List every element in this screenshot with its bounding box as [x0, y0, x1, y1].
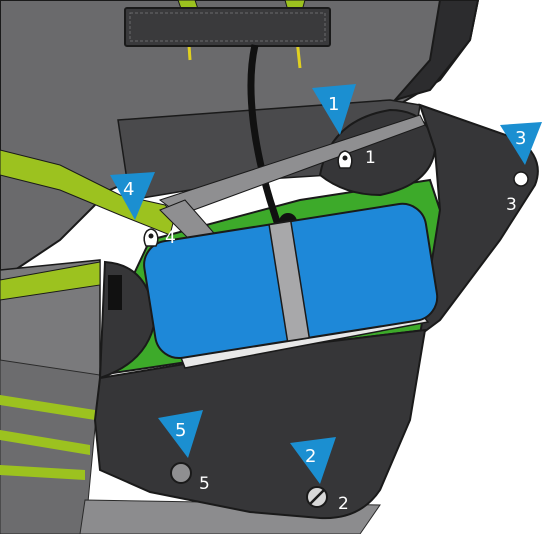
fastener-label-1: 1 — [365, 148, 376, 168]
fastener-label-4: 4 — [165, 228, 176, 248]
screw-head-2 — [306, 486, 328, 508]
svg-text:1: 1 — [328, 94, 339, 115]
fastener-label-2: 2 — [338, 494, 349, 514]
triangle-pointer-icon — [290, 437, 336, 484]
svg-text:4: 4 — [123, 179, 134, 200]
triangle-pointer-icon — [500, 122, 542, 165]
svg-text:2: 2 — [305, 446, 316, 467]
callout-arrow-2: 2 — [290, 437, 336, 484]
lime-stripes — [0, 395, 95, 480]
svg-text:3: 3 — [515, 128, 526, 149]
triangle-pointer-icon — [158, 410, 203, 458]
velcro-stitch — [129, 12, 326, 42]
svg-text:5: 5 — [175, 420, 186, 441]
mount-hole-3 — [513, 171, 529, 187]
lime-band — [0, 149, 176, 236]
battery-pack — [143, 202, 439, 360]
triangle-pointer-icon — [312, 84, 356, 135]
lime-band-lower — [0, 261, 101, 301]
round-screw-5 — [170, 462, 192, 484]
callout-arrow-4: 4 — [110, 172, 155, 220]
battery-cable — [247, 44, 282, 227]
hinge-slot — [108, 275, 122, 310]
fastener-label-3: 3 — [506, 195, 517, 215]
callout-arrow-5: 5 — [158, 410, 203, 458]
hook-clip-1 — [337, 150, 353, 169]
callout-arrow-1: 1 — [312, 84, 356, 135]
hook-clip-4 — [143, 228, 159, 247]
machine-shell-edge — [392, 0, 480, 102]
fastener-label-5: 5 — [199, 474, 210, 494]
callout-arrow-3: 3 — [500, 122, 542, 165]
triangle-pointer-icon — [110, 172, 155, 220]
velcro-label-patch — [124, 7, 331, 47]
